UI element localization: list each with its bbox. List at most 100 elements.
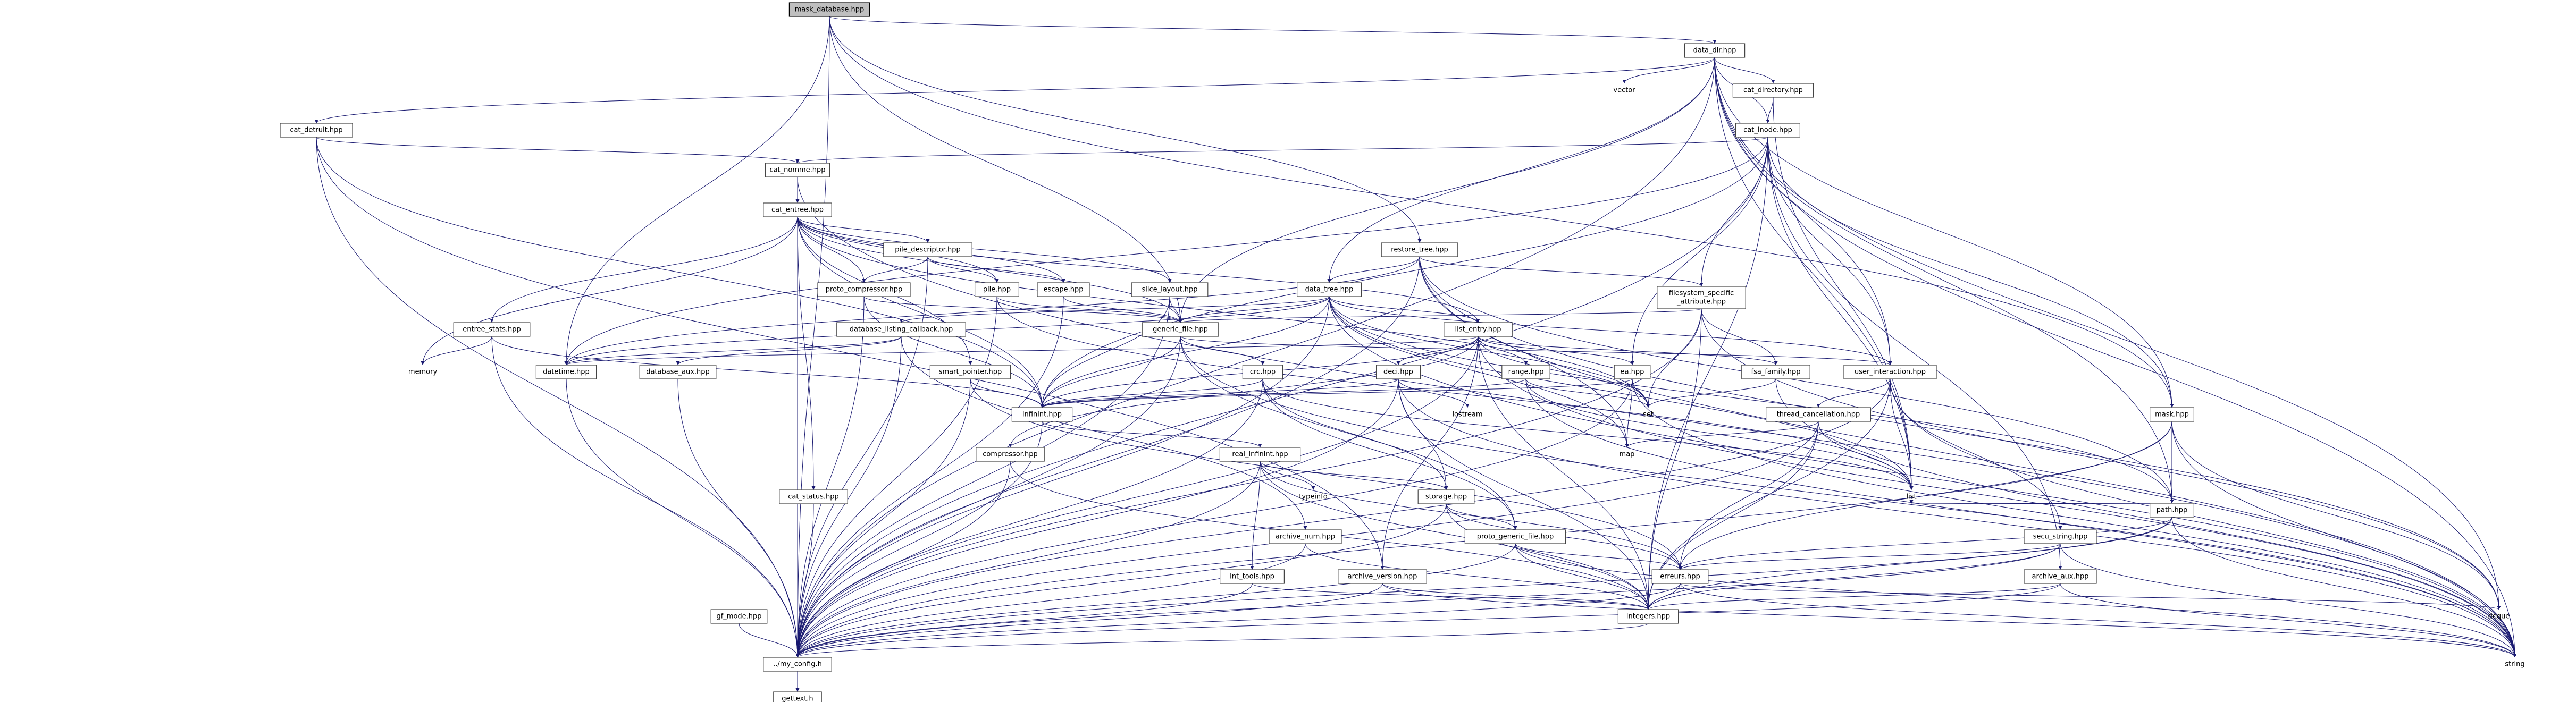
node-label: compressor.hpp: [983, 451, 1038, 459]
edge-deci-to-storage: [1398, 378, 1448, 490]
node-label: generic_file.hpp: [1153, 326, 1208, 334]
edge-compressor-to-my-config: [795, 461, 1011, 658]
node-database-aux[interactable]: database_aux.hpp: [639, 365, 717, 379]
node-my-config[interactable]: ../my_config.h: [763, 657, 832, 672]
node-fsa-family[interactable]: fsa_family.hpp: [1741, 365, 1810, 379]
node-datetime[interactable]: datetime.hpp: [535, 365, 597, 379]
node-pile[interactable]: pile.hpp: [974, 282, 1019, 297]
node-data-tree[interactable]: data_tree.hpp: [1297, 282, 1362, 297]
node-archive-version[interactable]: archive_version.hpp: [1338, 569, 1427, 584]
node-data-dir[interactable]: data_dir.hpp: [1684, 43, 1746, 58]
edge-ea-to-infinint: [1040, 378, 1633, 408]
node-cat-status[interactable]: cat_status.hpp: [779, 489, 848, 504]
node-cat-nomme[interactable]: cat_nomme.hpp: [765, 163, 830, 177]
edge-restore-tree-to-path: [1419, 256, 2174, 504]
node-deque: deque: [2488, 613, 2510, 621]
node-box: [1735, 123, 1801, 138]
node-path[interactable]: path.hpp: [2150, 503, 2195, 518]
node-label: range.hpp: [1508, 368, 1544, 376]
edge-pile-to-generic-file: [996, 296, 1182, 323]
edge-archive-version-to-integers: [1382, 583, 1650, 610]
node-thread-cancellation[interactable]: thread_cancellation.hpp: [1766, 407, 1872, 422]
node-cat-entree[interactable]: cat_entree.hpp: [763, 202, 832, 217]
edge-generic-file-to-string: [1180, 336, 2517, 658]
edge-filesystem-specific-attribute-to-set: [1646, 308, 1702, 408]
node-gettext[interactable]: gettext.h: [773, 691, 822, 702]
edge-data-dir-to-deque: [1714, 57, 2501, 610]
edge-cat-entree-to-infinint: [797, 216, 1044, 408]
node-generic-file[interactable]: generic_file.hpp: [1142, 322, 1219, 337]
node-filesystem-specific-attribute[interactable]: filesystem_specific_attribute.hpp: [1657, 286, 1746, 309]
edge-datetime-to-my-config: [566, 378, 800, 658]
node-compressor[interactable]: compressor.hpp: [976, 447, 1045, 462]
node-label: thread_cancellation.hpp: [1777, 411, 1860, 419]
edge-restore-tree-to-string: [1419, 256, 2517, 658]
edge-infinint-to-real-infinint: [1042, 421, 1262, 448]
node-label: gettext.h: [782, 695, 813, 702]
edge-filesystem-specific-attribute-to-generic-file: [1179, 308, 1702, 323]
edge-entree-stats-to-memory: [421, 336, 492, 366]
node-box: [1614, 365, 1651, 379]
edge-real-infinint-to-typeinfo: [1260, 461, 1315, 490]
node-range[interactable]: range.hpp: [1501, 365, 1550, 379]
node-cat-detruit[interactable]: cat_detruit.hpp: [280, 123, 353, 138]
edge-list-entry-to-range: [1478, 336, 1528, 366]
node-restore-tree[interactable]: restore_tree.hpp: [1381, 242, 1458, 257]
edge-user-interaction-to-string: [1890, 378, 2517, 658]
node-list-entry[interactable]: list_entry.hpp: [1444, 322, 1513, 337]
edge-cat-directory-to-list: [1773, 97, 1914, 490]
node-label: data_dir.hpp: [1693, 47, 1736, 55]
node-user-interaction[interactable]: user_interaction.hpp: [1843, 365, 1937, 379]
node-secu-string[interactable]: secu_string.hpp: [2024, 529, 2097, 544]
edge-erreurs-to-deque: [1680, 583, 2501, 610]
node-gf-mode[interactable]: gf_mode.hpp: [710, 609, 768, 624]
edge-filesystem-specific-attribute-to-integers: [1646, 308, 1702, 610]
edge-filesystem-specific-attribute-to-fsa-family: [1701, 308, 1778, 366]
edge-cat-entree-to-proto-compressor: [797, 216, 866, 283]
edge-secu-string-to-erreurs: [1678, 543, 2061, 570]
node-infinint[interactable]: infinint.hpp: [1011, 407, 1073, 422]
node-escape[interactable]: escape.hpp: [1037, 282, 1090, 297]
node-proto-compressor[interactable]: proto_compressor.hpp: [817, 282, 911, 297]
edge-database-listing-callback-to-datetime: [564, 336, 902, 366]
node-smart-pointer[interactable]: smart_pointer.hpp: [929, 365, 1011, 379]
node-archive-aux[interactable]: archive_aux.hpp: [2024, 569, 2097, 584]
edge-data-tree-to-user-interaction: [1329, 296, 1892, 366]
node-erreurs[interactable]: erreurs.hpp: [1651, 569, 1709, 584]
node-real-infinint[interactable]: real_infinint.hpp: [1219, 447, 1301, 462]
node-cat-directory[interactable]: cat_directory.hpp: [1732, 83, 1814, 98]
node-pile-descriptor[interactable]: pile_descriptor.hpp: [883, 242, 972, 257]
edge-cat-directory-to-cat-inode: [1766, 97, 1774, 124]
node-label: cat_inode.hpp: [1743, 126, 1792, 134]
edge-deci-to-my-config: [795, 378, 1399, 658]
node-int-tools[interactable]: int_tools.hpp: [1220, 569, 1285, 584]
edge-data-dir-to-cat-detruit: [314, 57, 1715, 124]
node-label: database_aux.hpp: [646, 368, 710, 376]
node-deci[interactable]: deci.hpp: [1376, 365, 1421, 379]
node-crc[interactable]: crc.hpp: [1242, 365, 1283, 379]
node-archive-num[interactable]: archive_num.hpp: [1269, 529, 1342, 544]
node-database-listing-callback[interactable]: database_listing_callback.hpp: [836, 322, 966, 337]
edge-path-to-string: [2171, 517, 2517, 658]
edge-fsa-family-to-string: [1775, 378, 2517, 658]
node-mask-database[interactable]: mask_database.hpp: [788, 2, 870, 17]
node-ea[interactable]: ea.hpp: [1614, 365, 1651, 379]
edge-data-dir-to-mask: [1714, 57, 2174, 408]
node-slice-layout[interactable]: slice_layout.hpp: [1131, 282, 1209, 297]
node-label: fsa_family.hpp: [1751, 368, 1801, 376]
node-box: [1732, 83, 1814, 98]
edge-list-entry-to-ea: [1478, 336, 1634, 366]
node-label: string: [2505, 661, 2524, 669]
edge-user-interaction-to-my-config: [795, 378, 1891, 658]
node-label: memory: [408, 368, 438, 376]
node-label: path.hpp: [2157, 506, 2187, 514]
node-mask[interactable]: mask.hpp: [2150, 407, 2195, 422]
node-storage[interactable]: storage.hpp: [1417, 489, 1475, 504]
edge-generic-file-to-crc: [1180, 336, 1265, 366]
node-cat-inode[interactable]: cat_inode.hpp: [1735, 123, 1801, 138]
node-proto-generic-file[interactable]: proto_generic_file.hpp: [1464, 529, 1566, 544]
node-integers[interactable]: integers.hpp: [1617, 609, 1679, 624]
node-entree-stats[interactable]: entree_stats.hpp: [453, 322, 531, 337]
node-box: [1657, 286, 1746, 309]
edge-ea-to-string: [1632, 378, 2517, 658]
